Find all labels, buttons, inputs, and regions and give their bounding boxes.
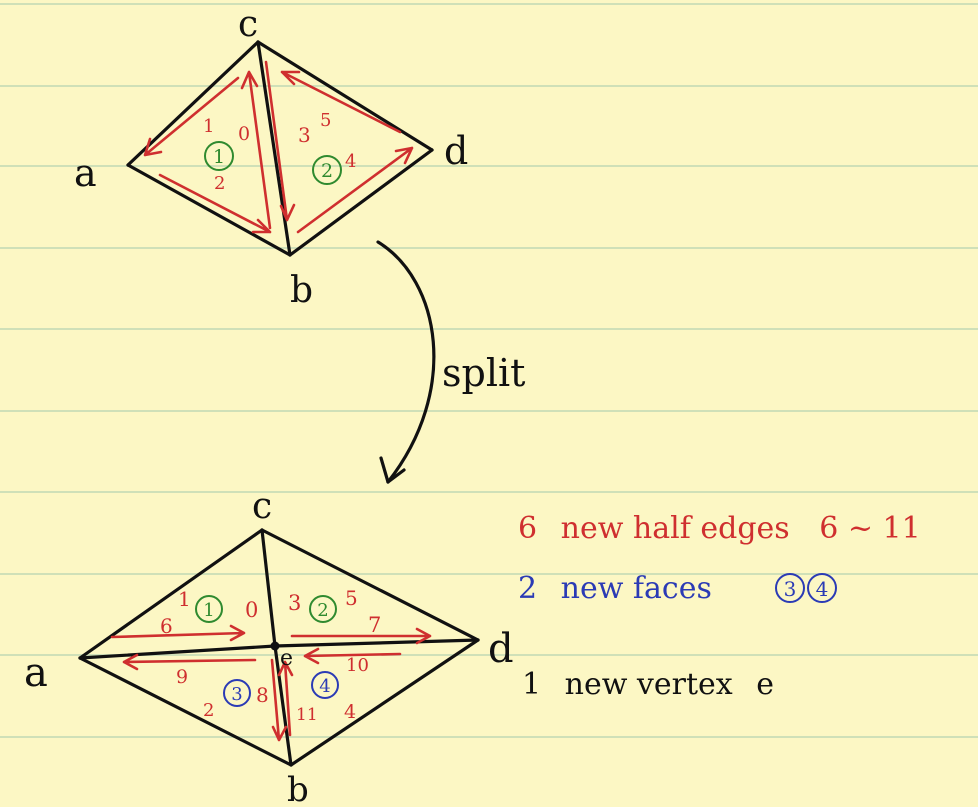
bottom-half-edge-label-4: 4 xyxy=(344,701,356,723)
top-half-edge-label-3: 3 xyxy=(298,123,311,147)
top-mesh xyxy=(126,40,434,257)
edge-d-b-bottom xyxy=(289,638,480,767)
bottom-vertex-label-c: c xyxy=(252,486,272,527)
bottom-half-edge-9 xyxy=(122,653,257,671)
edge-d-b xyxy=(288,148,434,257)
edge-b-a xyxy=(126,163,292,257)
bottom-half-edge-label-6: 6 xyxy=(160,614,173,638)
edge-c-b xyxy=(256,40,292,257)
top-half-edge-0 xyxy=(240,70,272,230)
note-half-edge-text: new half edges xyxy=(561,511,790,546)
notes: 6 new half edges 6 ~ 11 2 new faces 3 4 … xyxy=(518,511,921,702)
note-new-faces: 2 new faces xyxy=(518,571,712,606)
bottom-mesh xyxy=(78,528,480,767)
note-face-label-3: 3 xyxy=(784,577,797,601)
top-half-edge-label-5: 5 xyxy=(320,110,331,131)
bottom-half-edge-8 xyxy=(270,658,288,742)
edge-c-d xyxy=(256,40,434,152)
top-labels: 0 1 2 3 4 5 1 2 a b c d xyxy=(74,4,468,311)
bottom-half-edge-label-0: 0 xyxy=(245,598,258,622)
bottom-face-label-2: 2 xyxy=(317,600,328,621)
edge-c-e xyxy=(260,528,277,648)
top-face-label-1: 1 xyxy=(213,146,225,168)
bottom-half-edge-label-11: 11 xyxy=(296,705,318,725)
edge-a-c xyxy=(126,40,260,167)
note-face-ring-4 xyxy=(807,573,837,603)
top-vertex-label-b: b xyxy=(290,270,313,311)
note-face-text: new faces xyxy=(561,571,712,606)
bottom-vertex-label-a: a xyxy=(24,650,48,696)
bottom-labels: 0 1 2 3 4 5 6 7 8 9 10 11 1 2 3 4 a b c … xyxy=(24,486,514,807)
edge-a-e xyxy=(78,644,277,660)
bottom-vertex-label-e: e xyxy=(280,646,293,671)
bottom-half-edge-7 xyxy=(290,627,432,645)
top-half-edge-label-4: 4 xyxy=(345,151,356,172)
top-face-ring-2 xyxy=(312,155,342,185)
bottom-face-ring-2 xyxy=(309,595,337,623)
top-half-edge-1 xyxy=(143,76,240,157)
top-half-edge-3 xyxy=(264,60,296,222)
bottom-face-label-1: 1 xyxy=(203,600,214,621)
top-half-edge-label-2: 2 xyxy=(214,173,225,194)
top-half-edges xyxy=(143,60,414,234)
bottom-face-label-3: 3 xyxy=(231,684,242,705)
edge-c-d-bottom xyxy=(260,528,480,642)
vertex-e-dot xyxy=(270,641,280,651)
edge-e-d xyxy=(273,638,480,648)
split-arrow: split xyxy=(376,240,525,484)
bottom-half-edge-label-5: 5 xyxy=(345,586,358,610)
note-half-edge-range: 6 ~ 11 xyxy=(819,511,920,546)
bottom-half-edge-label-8: 8 xyxy=(256,683,269,707)
note-new-vertex: 1 new vertex e xyxy=(522,667,774,702)
note-vertex-name: e xyxy=(756,667,774,702)
bottom-half-edge-6 xyxy=(110,624,246,642)
top-half-edge-label-1: 1 xyxy=(203,116,214,137)
bottom-half-edges xyxy=(110,624,432,742)
bottom-half-edge-label-7: 7 xyxy=(368,613,381,637)
top-half-edge-2 xyxy=(158,173,272,234)
bottom-face-ring-4 xyxy=(311,671,339,699)
bottom-face-ring-1 xyxy=(195,595,223,623)
note-vertex-count: 1 xyxy=(522,667,541,702)
bottom-face-ring-3 xyxy=(223,679,251,707)
bottom-half-edge-11 xyxy=(277,660,294,737)
bottom-half-edge-label-10: 10 xyxy=(346,655,369,676)
bottom-vertex-label-b: b xyxy=(287,770,309,807)
edge-b-a-bottom xyxy=(78,656,293,767)
top-vertex-label-a: a xyxy=(74,151,97,195)
top-face-ring-1 xyxy=(204,141,234,171)
note-vertex-text: new vertex xyxy=(565,667,733,702)
top-half-edge-5 xyxy=(280,70,402,134)
bottom-vertex-label-d: d xyxy=(488,626,514,672)
note-face-count: 2 xyxy=(518,571,537,606)
top-vertex-label-c: c xyxy=(238,4,258,45)
bottom-half-edge-10 xyxy=(303,647,402,665)
note-half-edge-count: 6 xyxy=(518,511,537,546)
bottom-half-edge-label-1: 1 xyxy=(178,587,191,611)
edge-a-c-bottom xyxy=(78,528,264,660)
edge-e-b xyxy=(273,644,293,767)
split-label: split xyxy=(442,351,525,395)
bottom-face-label-4: 4 xyxy=(319,676,330,697)
bottom-half-edge-label-2: 2 xyxy=(203,700,214,721)
note-new-half-edges: 6 new half edges 6 ~ 11 xyxy=(518,511,921,546)
bottom-half-edge-label-9: 9 xyxy=(176,666,188,688)
note-face-ring-3 xyxy=(775,573,805,603)
top-half-edge-4 xyxy=(296,146,414,234)
top-half-edge-label-0: 0 xyxy=(238,123,250,145)
top-face-label-2: 2 xyxy=(321,160,333,182)
notebook-rules xyxy=(0,3,978,738)
top-vertex-label-d: d xyxy=(444,129,468,173)
note-face-label-4: 4 xyxy=(816,577,829,601)
bottom-half-edge-label-3: 3 xyxy=(288,591,301,615)
